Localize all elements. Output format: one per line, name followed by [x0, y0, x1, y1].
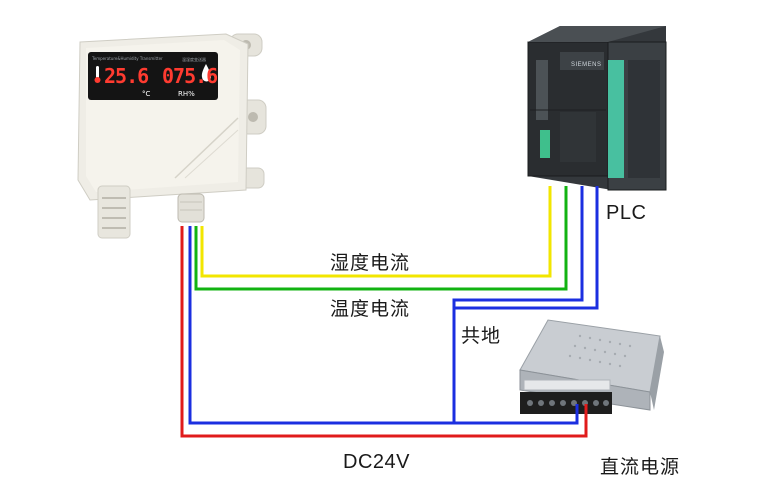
transmitter-display-panel — [88, 52, 218, 100]
ground-return-wire — [188, 226, 579, 425]
temperature-current-label: 温度电流 — [330, 298, 411, 320]
humidity-current-label: 湿度电流 — [330, 252, 411, 274]
dc24v-power-wire — [180, 226, 588, 438]
droplet-icon — [201, 64, 211, 82]
plc-ground-wire — [454, 186, 599, 310]
temperature-current-wire — [194, 186, 568, 291]
transmitter-title-cn: 温湿度变送器 — [182, 57, 206, 62]
temperature-unit: °C — [142, 90, 151, 98]
humidity-current-wire — [200, 186, 552, 278]
temperature-reading: 25.6 — [104, 64, 149, 88]
common-ground-label: 共地 — [461, 325, 502, 347]
plc-label: PLC — [606, 202, 647, 224]
plc-module — [527, 26, 667, 191]
sensor-probe — [97, 185, 131, 239]
dc-power-supply-unit — [519, 319, 664, 414]
temperature-humidity-transmitter — [77, 33, 267, 239]
thermometer-icon — [94, 66, 101, 83]
humidity-reading: 075.6 — [162, 64, 218, 88]
humidity-unit: RH% — [178, 90, 195, 98]
dc24v-label: DC24V — [343, 451, 410, 473]
dc-power-supply-label: 直流电源 — [600, 456, 681, 478]
plc-brand-label: SIEMENS — [571, 62, 602, 68]
cable-gland — [177, 193, 205, 223]
common-ground-wire — [452, 186, 584, 423]
transmitter-title-text: Temperature&Humidity Transmitter — [92, 56, 163, 61]
wires — [180, 186, 599, 438]
